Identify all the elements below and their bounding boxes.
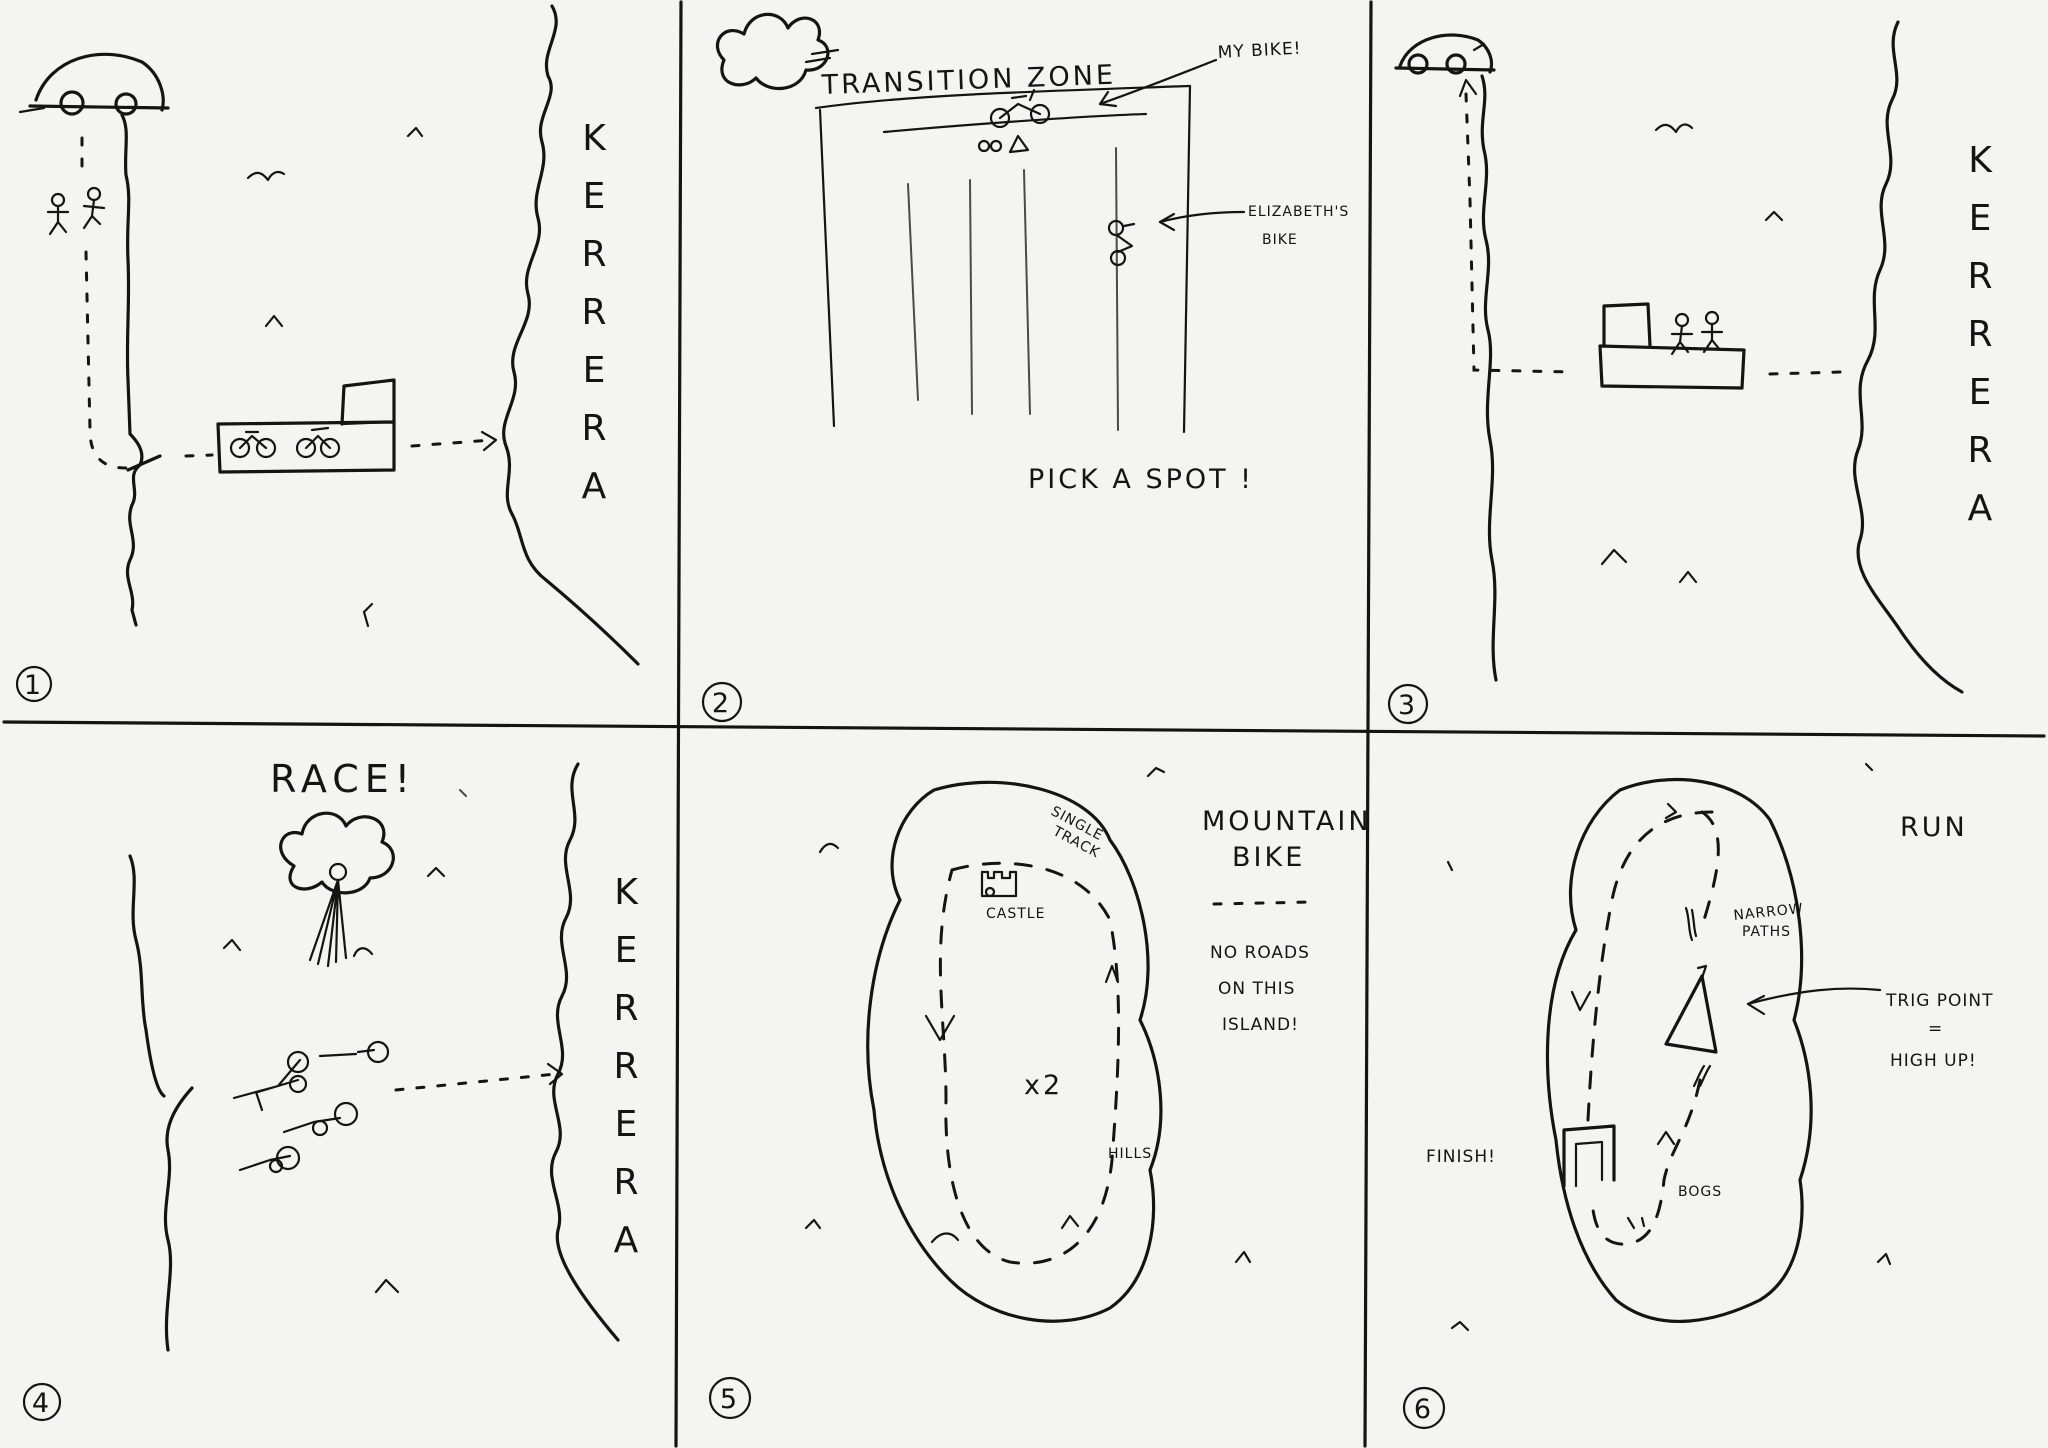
panel-number: 6 <box>1414 1394 1434 1425</box>
kerrera-coastline <box>1853 20 1964 694</box>
hills-label: HILLS <box>1108 1146 1152 1162</box>
cloud-sketch <box>716 12 830 91</box>
my-bike-label: MY BIKE! <box>1217 39 1302 63</box>
panel-number-circle <box>1402 1386 1446 1430</box>
panel-6: RUN NARROW PATHS TRIG POINT = HIGH UP! F… <box>1402 762 1994 1430</box>
bike-route <box>938 861 1121 1265</box>
transition-zone-fence <box>814 84 1192 434</box>
ferry-with-bikes <box>216 378 396 474</box>
panel-number-circle <box>15 665 53 703</box>
mainland-coastline <box>120 113 144 627</box>
kerrera-letter: A <box>1968 488 1993 529</box>
panel-number-circle <box>701 681 743 723</box>
no-roads-note-2: ON THIS <box>1218 979 1295 999</box>
kerrera-letter: A <box>614 1220 639 1261</box>
kerrera-letter: R <box>1967 256 1992 297</box>
elizabeth-bike-sketch <box>1107 219 1136 267</box>
car-sketch <box>18 52 170 116</box>
cyclists-racing <box>232 1040 390 1174</box>
kerrera-letter: E <box>615 1104 638 1145</box>
finish-label: FINISH! <box>1426 1147 1496 1167</box>
mainland-coastline <box>1480 74 1498 682</box>
elizabeth-bike-label-2: BIKE <box>1262 232 1298 248</box>
kerrera-letter: A <box>582 466 607 507</box>
panel-number-circle <box>22 1382 62 1422</box>
kerrera-letter: E <box>1969 198 1992 239</box>
narrow-paths-label-2: PATHS <box>1742 924 1791 940</box>
narrow-paths-label-1: NARROW <box>1733 901 1805 924</box>
panel-number-circle <box>1387 683 1429 725</box>
transition-zone-title: TRANSITION ZONE <box>820 60 1116 101</box>
kerrera-letter: E <box>583 176 606 217</box>
castle-sketch <box>980 870 1018 898</box>
kerrera-coastline <box>550 762 620 1342</box>
mountain-bike-title-2: BIKE <box>1232 842 1305 873</box>
no-roads-note-1: NO ROADS <box>1210 943 1310 963</box>
two-walkers <box>46 186 106 236</box>
race-title: RACE! <box>270 757 416 801</box>
kerrera-letter: K <box>582 118 607 159</box>
panel-number: 4 <box>32 1388 52 1419</box>
kerrera-letter: E <box>615 930 638 971</box>
panel-number: 2 <box>712 688 732 719</box>
laps-label: x2 <box>1024 1070 1063 1101</box>
kerrera-letter: E <box>1969 372 1992 413</box>
trig-point-sketch <box>1664 964 1718 1054</box>
run-title: RUN <box>1900 812 1968 843</box>
run-route <box>1586 810 1720 1246</box>
kerrera-letter: K <box>614 872 639 913</box>
car-sketch <box>1394 33 1496 75</box>
panel-number: 1 <box>24 670 44 701</box>
pick-a-spot-caption: PICK A SPOT ! <box>1028 464 1254 495</box>
my-bike-sketch <box>977 88 1051 154</box>
kerrera-letter: R <box>581 408 606 449</box>
kerrera-letter: R <box>613 1046 638 1087</box>
kerrera-letter: R <box>613 1162 638 1203</box>
panel-5: SINGLE TRACK CASTLE x2 HILLS MOUNTAIN BI… <box>708 766 1372 1420</box>
kerrera-letter: R <box>613 988 638 1029</box>
kerrera-coastline <box>502 4 640 666</box>
castle-label: CASTLE <box>986 906 1045 922</box>
island-outline <box>1545 777 1813 1323</box>
kerrera-letter: R <box>581 292 606 333</box>
kerrera-letter: K <box>1968 140 1993 181</box>
mountain-bike-title-1: MOUNTAIN <box>1202 806 1372 837</box>
panel-number-circle <box>708 1376 752 1420</box>
island-outline <box>866 780 1163 1323</box>
kerrera-letter: R <box>1967 314 1992 355</box>
starting-gun-cloud <box>279 811 395 968</box>
ferry-with-people <box>1598 302 1746 390</box>
trig-point-label: TRIG POINT <box>1885 991 1994 1011</box>
kerrera-letter: E <box>583 350 606 391</box>
no-roads-note-3: ISLAND! <box>1222 1015 1299 1035</box>
trig-point-high-up: HIGH UP! <box>1890 1051 1977 1071</box>
trig-point-equals: = <box>1928 1019 1943 1039</box>
kerrera-letter: R <box>581 234 606 275</box>
panel-number: 3 <box>1398 690 1418 721</box>
kerrera-letter: R <box>1967 430 1992 471</box>
mainland-coastline <box>128 854 194 1352</box>
panel-number: 5 <box>720 1384 740 1415</box>
panel-2: TRANSITION ZONE MY BIKE! ELIZABETH'S BIK… <box>701 12 1349 723</box>
elizabeth-bike-label-1: ELIZABETH'S <box>1248 204 1349 220</box>
bogs-label: BOGS <box>1678 1184 1722 1200</box>
finish-gate-sketch <box>1562 1124 1616 1188</box>
